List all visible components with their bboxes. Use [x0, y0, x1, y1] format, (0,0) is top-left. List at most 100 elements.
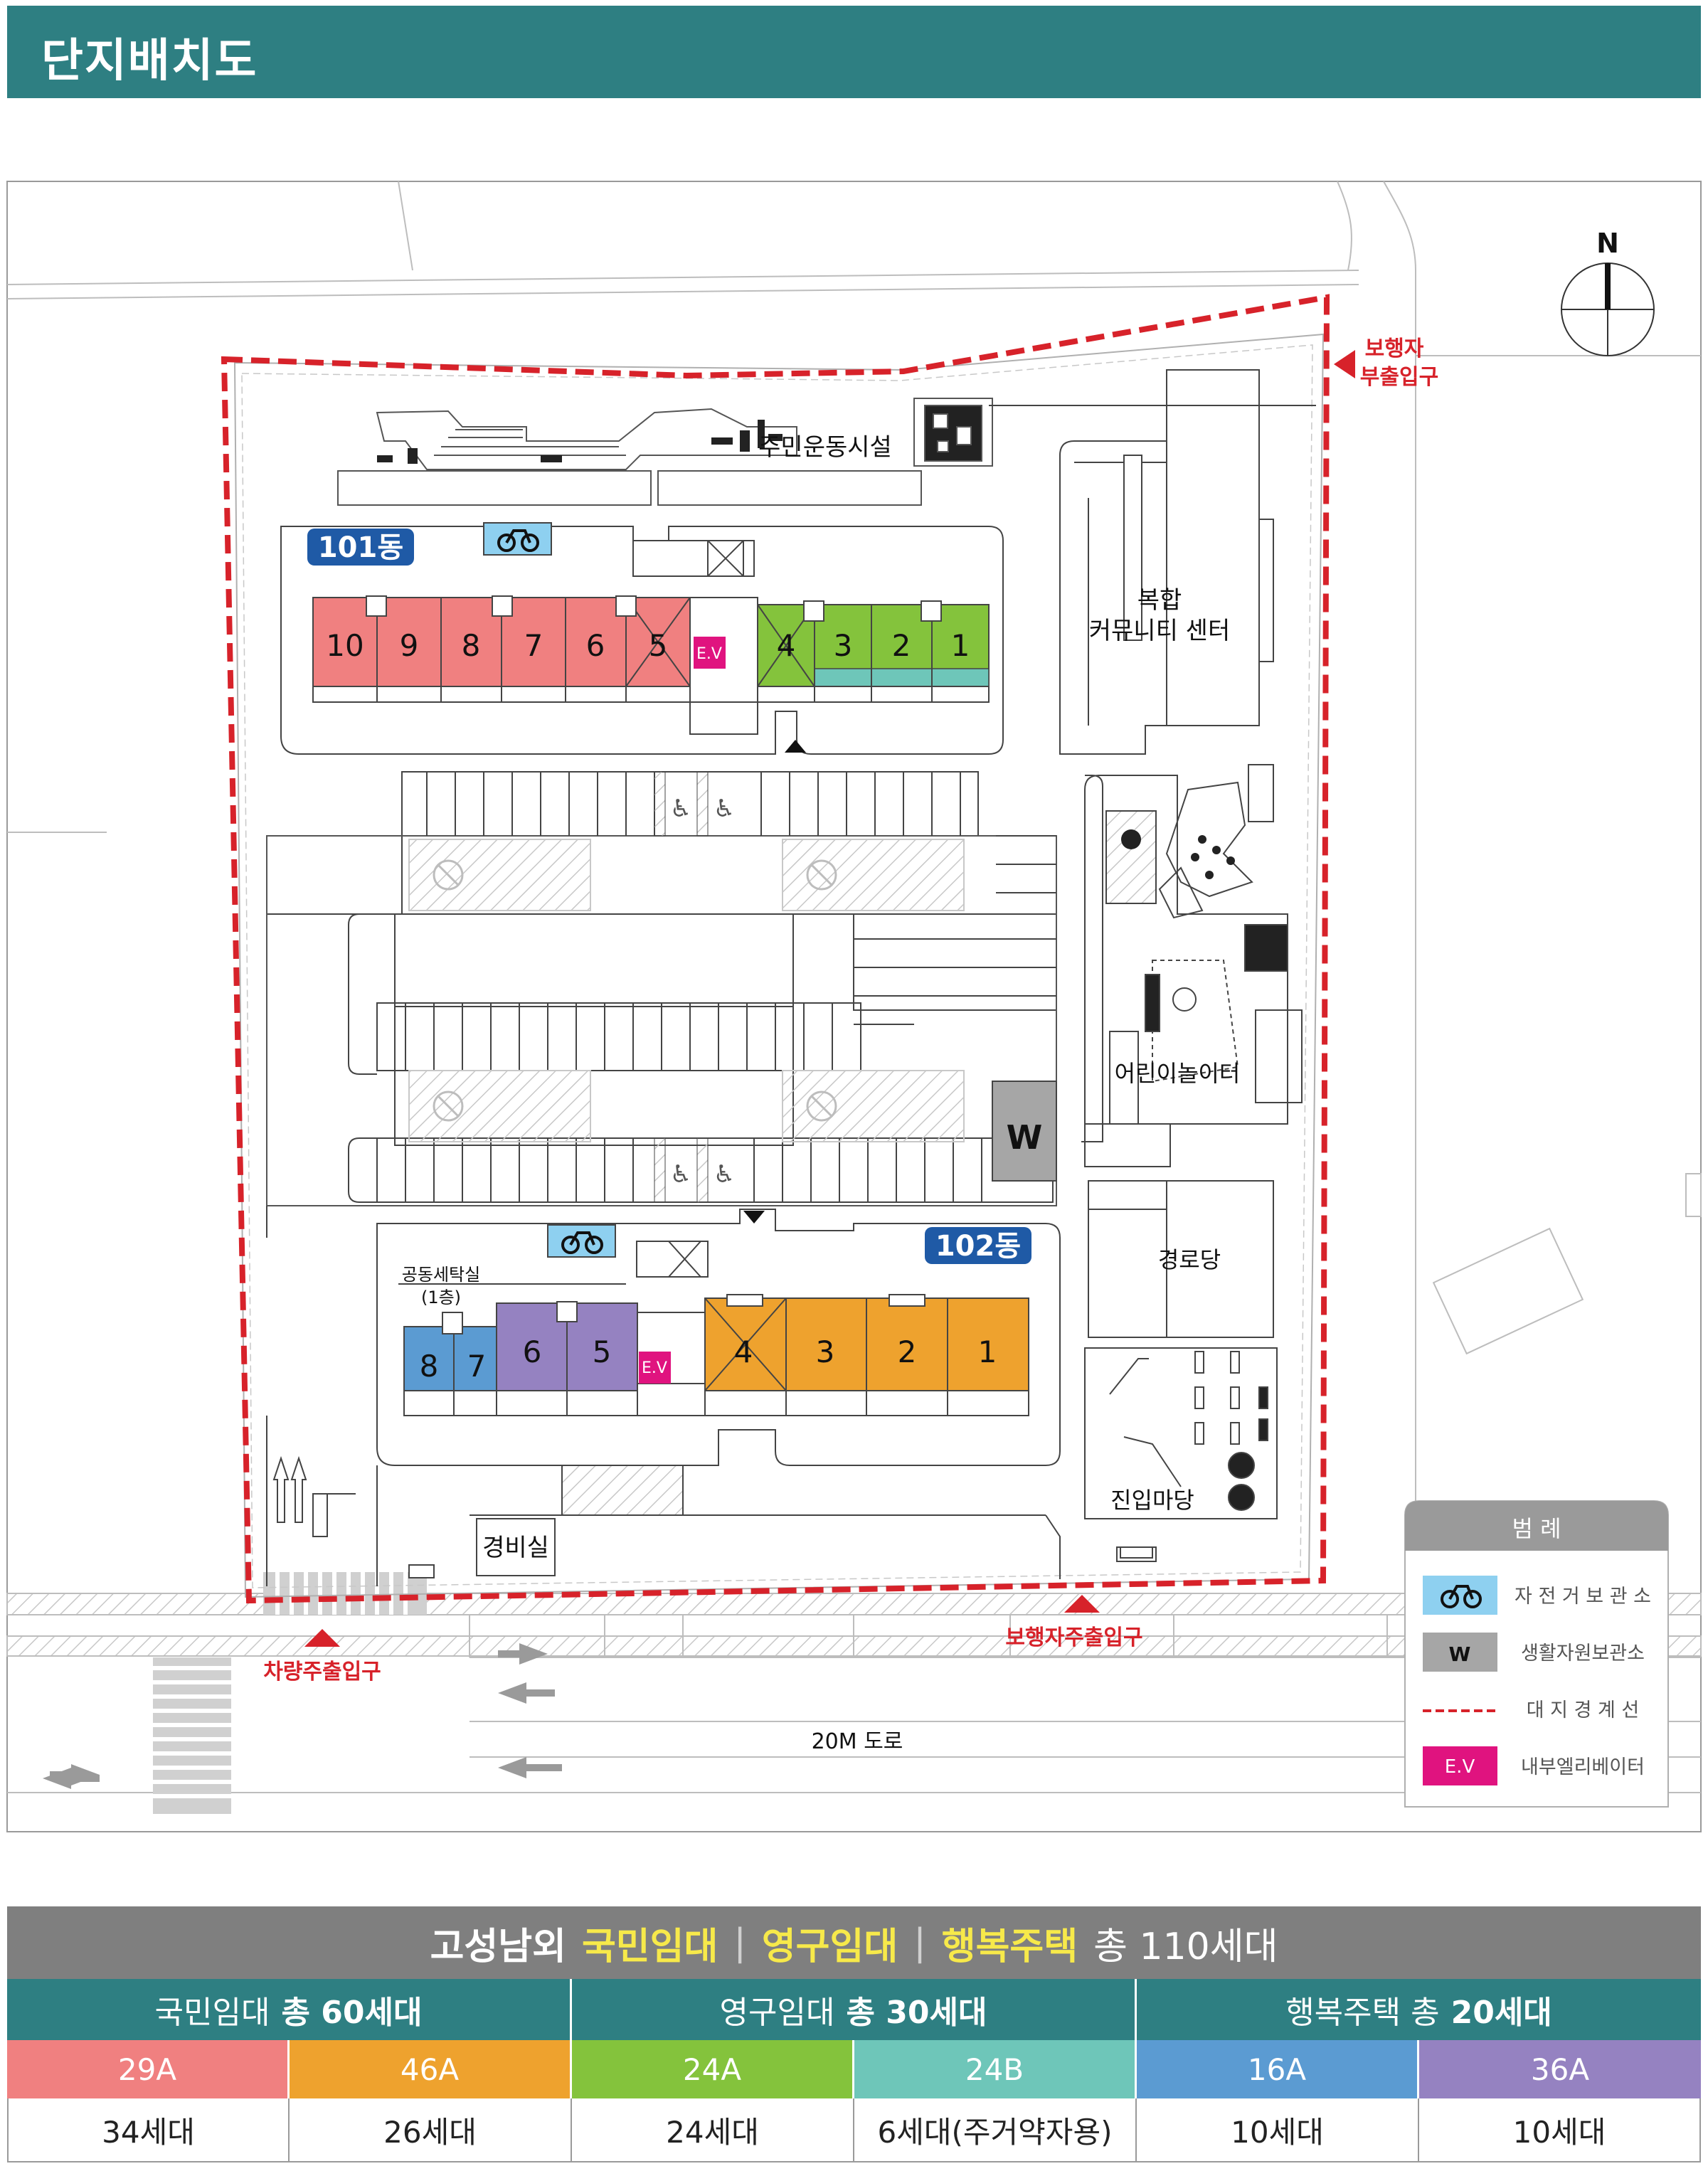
senior-center-label: 경로당	[1158, 1246, 1221, 1273]
fitness-steps	[434, 429, 626, 456]
legend-box	[1404, 1500, 1669, 1808]
summary-type3: 행복주택	[941, 1925, 1078, 1968]
svg-text:1: 1	[951, 628, 970, 663]
legend-ev-symbol: E.V	[1445, 1756, 1475, 1778]
svg-text:1: 1	[978, 1334, 997, 1369]
community-label-line2: 커뮤니티 센터	[1089, 617, 1231, 645]
count-24A: 24세대	[572, 2098, 854, 2162]
summary-type1: 국민임대	[581, 1925, 718, 1968]
svg-text:♿: ♿	[670, 795, 691, 823]
ped-sub-entrance-label-1: 보행자	[1365, 336, 1424, 361]
type-row: 29A 46A 24A 24B 16A 36A	[7, 2040, 1701, 2098]
count-row: 34세대 26세대 24세대 6세대(주거약자용) 10세대 10세대	[7, 2098, 1701, 2162]
summary-region: 고성남외	[430, 1925, 566, 1968]
north-label: N	[1596, 228, 1619, 259]
vehicle-entrance-label: 차량주출입구	[263, 1660, 381, 1684]
svg-text:8: 8	[462, 628, 481, 663]
parking-stalls-top	[405, 772, 1056, 1202]
svg-text:8: 8	[420, 1349, 439, 1384]
svg-text:3: 3	[834, 628, 853, 663]
ped-sub-entrance-arrow	[1334, 350, 1355, 378]
svg-text:5: 5	[649, 628, 668, 663]
svg-text:4: 4	[777, 628, 796, 663]
bike-storage-102[interactable]	[547, 1224, 616, 1258]
b102-ev-label: E.V	[642, 1359, 667, 1377]
count-36A: 10세대	[1419, 2098, 1701, 2162]
summary-title: 고성남외 국민임대 | 영구임대 | 행복주택 총 110세대	[7, 1906, 1701, 1979]
svg-text:2: 2	[892, 628, 911, 663]
road-label: 20M 도로	[812, 1729, 903, 1754]
entry-signage	[272, 1455, 356, 1537]
legend-waste-symbol: W	[1449, 1642, 1471, 1666]
svg-text:2: 2	[898, 1334, 917, 1369]
b101-label-box	[307, 529, 414, 566]
svg-text:9: 9	[400, 628, 419, 663]
svg-text:♿: ♿	[714, 1160, 735, 1189]
legend-waste-label: 생활자원보관소	[1521, 1642, 1645, 1665]
type-24B: 24B	[854, 2040, 1137, 2098]
svg-text:6: 6	[586, 628, 605, 663]
legend-ev-label: 내부엘리베이터	[1521, 1756, 1645, 1778]
site-inner-dashed	[241, 344, 1313, 1588]
waste-storage[interactable]	[992, 1081, 1057, 1182]
playground-label: 어린이놀이터	[1115, 1060, 1241, 1087]
legend-boundary-label: 대 지 경 계 선	[1527, 1699, 1640, 1721]
ped-sub-entrance-label-2: 부출입구	[1360, 365, 1438, 390]
bike-storage-101[interactable]	[483, 522, 552, 556]
count-16A: 10세대	[1137, 2098, 1419, 2162]
community-label-line1: 복합	[1137, 586, 1182, 615]
b101-entrance-arrow	[785, 740, 806, 753]
crosswalk-stripes	[153, 1572, 408, 1798]
b101-ev-box	[694, 637, 726, 669]
laundry-label-line1: 공동세탁실	[402, 1265, 480, 1285]
south-entry-area	[266, 1206, 1061, 1586]
ped-main-entrance-label: 보행자주출입구	[1005, 1625, 1142, 1650]
vehicle-entrance-arrow	[304, 1629, 340, 1647]
b101-label: 101동	[318, 531, 403, 564]
b101-ev-label: E.V	[696, 645, 722, 663]
b102-units	[403, 1294, 1029, 1416]
summary-sep1: |	[733, 1921, 746, 1964]
guard-house	[476, 1518, 556, 1576]
type-16A: 16A	[1137, 2040, 1419, 2098]
gate-box	[408, 1564, 435, 1578]
east-zone	[1084, 764, 1303, 1562]
ped-main-entrance-arrow	[1064, 1595, 1100, 1613]
svg-text:7: 7	[467, 1349, 487, 1384]
svg-text:7: 7	[524, 628, 543, 663]
legend-bike-label: 자 전 거 보 관 소	[1515, 1586, 1651, 1608]
site-plan-map: 주민운동시설 E.V 10 9 8 7 6	[6, 181, 1702, 1832]
waste-label: W	[1007, 1118, 1043, 1157]
garden-seats	[1121, 829, 1235, 879]
count-29A: 34세대	[7, 2098, 290, 2162]
b102-unit-labels: 8 7 6 5 4 3 2 1	[420, 1334, 997, 1384]
type-29A: 29A	[7, 2040, 290, 2098]
count-24B: 6세대(주거약자용)	[854, 2098, 1137, 2162]
plaza-furniture	[1194, 1351, 1268, 1511]
community-center	[1059, 369, 1274, 755]
b101-unit-labels: 10 9 8 7 6 5 4 3 2 1	[326, 628, 970, 663]
north-compass	[1561, 262, 1655, 356]
summary-type2: 영구임대	[761, 1925, 898, 1968]
summary-sep2: |	[913, 1921, 926, 1964]
svg-text:10: 10	[326, 628, 364, 663]
guard-label: 경비실	[482, 1534, 549, 1562]
fitness-label: 주민운동시설	[758, 433, 892, 462]
summary-total: 총 110세대	[1093, 1925, 1278, 1968]
road-arrows	[43, 1643, 562, 1789]
b102-label-box	[925, 1227, 1031, 1264]
context-lines	[6, 181, 1702, 1586]
fitness-area-structures	[337, 398, 993, 506]
type-24A: 24A	[572, 2040, 854, 2098]
header-bar: 단지배치도	[7, 6, 1701, 98]
disabled-stalls: ♿ ♿ ♿ ♿	[654, 771, 735, 1203]
fitness-equipment-icons	[377, 420, 783, 464]
legend-title: 범 례	[1512, 1515, 1561, 1542]
laundry-label-line2: (1층)	[421, 1288, 461, 1307]
b102-label: 102동	[935, 1230, 1021, 1263]
no-parking-icons	[433, 859, 837, 1122]
